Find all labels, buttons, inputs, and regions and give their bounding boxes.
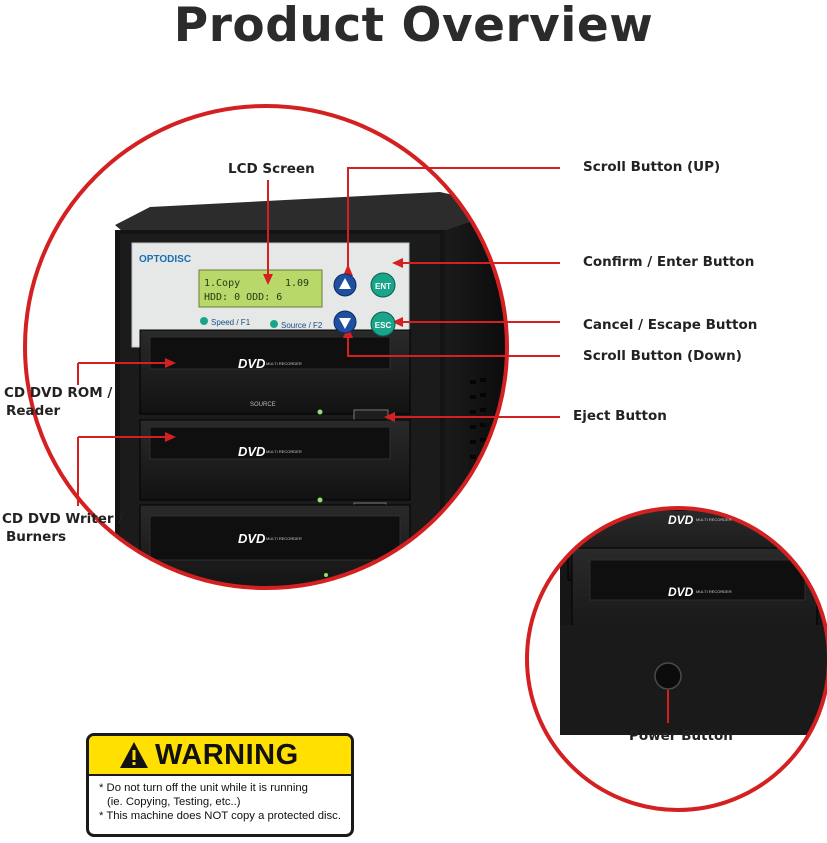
multi-recorder-5: MULTI RECORDER [696,589,732,594]
dvd-logo-5: DVD [668,585,694,599]
dvd-logo-2: DVD [238,444,266,459]
multi-recorder-3: MULTI RECORDER [266,536,302,541]
eject-label: Eject Button [573,408,667,424]
reader-label-line1: CD DVD ROM / [4,385,113,401]
down-arrow-icon [339,318,351,329]
lcd-line1-left: 1.Copy [204,278,240,289]
source-label: Source / F2 [281,321,323,330]
lcd-line2: HDD: 0 ODD: 6 [204,292,282,303]
reader-label-line2: Reader [6,403,61,419]
warning-sticker: WARNING * Do not turn off the unit while… [86,733,354,837]
scroll-down-label: Scroll Button (Down) [583,348,742,364]
multi-recorder-2: MULTI RECORDER [266,449,302,454]
speed-led-icon [200,317,208,325]
power-label: Power Button [629,728,733,744]
dvd-logo-1: DVD [238,356,266,371]
lcd-screen-label: LCD Screen [228,161,315,177]
dvd-logo-3: DVD [238,531,266,546]
power-button-visual [654,662,682,690]
multi-recorder-4: MULTI RECORDER [696,517,732,522]
up-arrow-icon [339,278,351,289]
lcd-screen [198,269,323,308]
callout-arrowheads [165,258,403,442]
speed-label: Speed / F1 [211,318,251,327]
source-led-icon [270,320,278,328]
ent-label: ENT [375,282,391,291]
warning-triangle-icon [120,742,148,768]
warning-line-1: * Do not turn off the unit while it is r… [99,782,308,794]
warning-line-2: (ie. Copying, Testing, etc..) [107,796,241,808]
writer-label-line1: CD DVD Writer / [2,511,124,527]
warning-header: WARNING [89,736,351,776]
page-title: Product Overview [173,0,654,53]
brand-logo: OPTODISC [139,254,191,265]
source-tag: SOURCE [250,402,276,408]
writer-label-line2: Burners [6,529,67,545]
escape-button[interactable] [370,311,396,337]
dvd-logo-4: DVD [668,513,694,527]
warning-line-3: * This machine does NOT copy a protected… [99,810,341,822]
enter-button[interactable] [370,272,396,298]
confirm-enter-label: Confirm / Enter Button [583,254,755,270]
warning-heading: WARNING [155,739,299,771]
cancel-escape-label: Cancel / Escape Button [583,317,758,333]
lcd-line1-right: 1.09 [285,278,309,289]
multi-recorder-1: MULTI RECORDER [266,361,302,366]
scroll-up-label: Scroll Button (UP) [583,159,721,175]
callout-lines [77,167,669,723]
duplicator-bottom-zoom [527,508,827,810]
esc-label: ESC [375,321,392,330]
